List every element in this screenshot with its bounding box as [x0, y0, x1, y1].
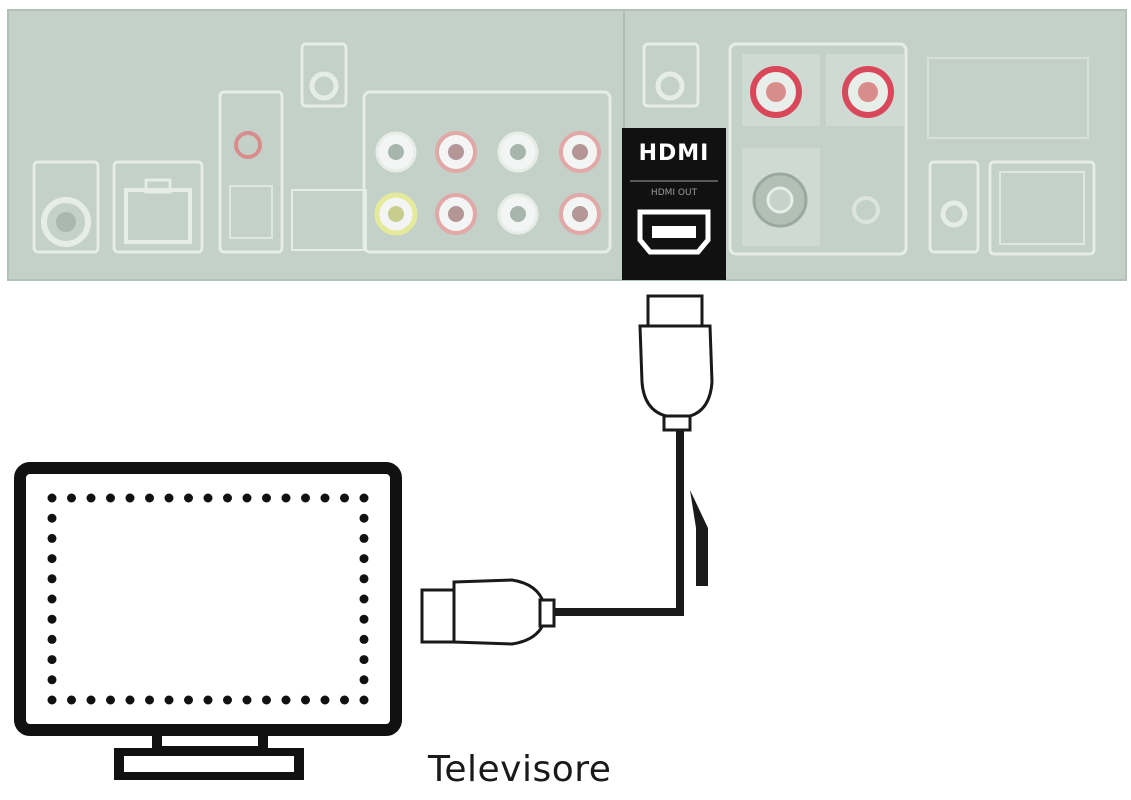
tv-screen-dot [359, 614, 369, 624]
tv-screen-dot [359, 554, 369, 564]
tv-screen-dot [301, 695, 310, 705]
hdmi-plug-lower [420, 578, 556, 646]
tv-screen-dot [281, 695, 291, 705]
hdmi-cable [420, 294, 714, 646]
rear-panel: HDMI HDMI OUT [7, 9, 1127, 281]
tv-screen-dot [359, 513, 369, 523]
tv-screen-dot [125, 493, 135, 503]
tv-screen-dot [359, 695, 369, 705]
coax-input-jack [32, 160, 100, 254]
ethernet-port [112, 160, 204, 254]
tv-screen-dot [47, 695, 57, 705]
tv-screen-dot [106, 493, 115, 503]
tv-screen-dot [203, 695, 213, 705]
loop-out-jack [642, 42, 700, 108]
tv-screen-dot [86, 695, 96, 705]
tv-screen-dots [47, 493, 369, 705]
tv-screen-dot [125, 695, 135, 705]
tv-icon [14, 462, 402, 780]
tv-screen-dot [145, 493, 154, 503]
tv-screen-dot [359, 574, 369, 584]
tv-screen-dot [262, 493, 271, 503]
tv-screen-dot [359, 533, 369, 543]
tv-screen-dot [47, 554, 57, 564]
tv-screen-dot [47, 594, 57, 604]
tv-screen-dot [47, 634, 57, 644]
tv-screen-dot [47, 513, 57, 523]
tv-screen-dot [359, 493, 369, 503]
hdmi-socket [637, 209, 711, 255]
tv-screen-dot [47, 675, 57, 685]
tv-screen-dot [47, 655, 57, 665]
hdmi-port-highlight: HDMI HDMI OUT [622, 128, 726, 280]
rca-jack-row-top [375, 131, 601, 173]
tv-screen-dot [164, 695, 174, 705]
tv-screen-dot [320, 695, 330, 705]
hdmi-port-label: HDMI OUT [651, 188, 698, 198]
tv-screen-dot [281, 493, 291, 503]
digital-audio-port [218, 90, 284, 254]
tv-screen-dot [340, 695, 349, 705]
tv-screen-dot [86, 493, 96, 503]
tv-screen-dot [47, 533, 57, 543]
tv-screen-dot [359, 675, 369, 685]
tv-screen-dot [184, 695, 193, 705]
tv-screen-dot [242, 695, 252, 705]
rca-jack-row-bottom [374, 192, 601, 236]
speaker-terminals [728, 42, 908, 256]
tv-screen-dot [67, 695, 76, 705]
tv-screen-dot [223, 493, 232, 503]
tv-screen-dot [242, 493, 252, 503]
right-side-ports [927, 57, 1096, 256]
tv-screen-dot [223, 695, 232, 705]
tv-screen-dot [184, 493, 193, 503]
tv-screen-dot [47, 493, 57, 503]
tv-screen-dot [47, 574, 57, 584]
tv-screen-dot [164, 493, 174, 503]
antenna-jack [300, 42, 348, 108]
tv-screen-dot [359, 655, 369, 665]
tv-screen-dot [359, 594, 369, 604]
hdmi-logo: HDMI [639, 141, 710, 166]
tv-screen-dot [106, 695, 115, 705]
tv-screen-dot [320, 493, 330, 503]
hdmi-plug-upper [638, 294, 714, 432]
tv-screen-dot [203, 493, 213, 503]
tv-screen-dot [47, 614, 57, 624]
tv-screen-dot [145, 695, 154, 705]
tv-label: Televisore [428, 749, 612, 790]
tv-screen-dot [340, 493, 349, 503]
tv-screen-dot [359, 634, 369, 644]
up-arrow-icon [690, 490, 708, 586]
tv-screen-dot [301, 493, 310, 503]
tv-screen-dot [67, 493, 76, 503]
tv-screen-dot [262, 695, 271, 705]
